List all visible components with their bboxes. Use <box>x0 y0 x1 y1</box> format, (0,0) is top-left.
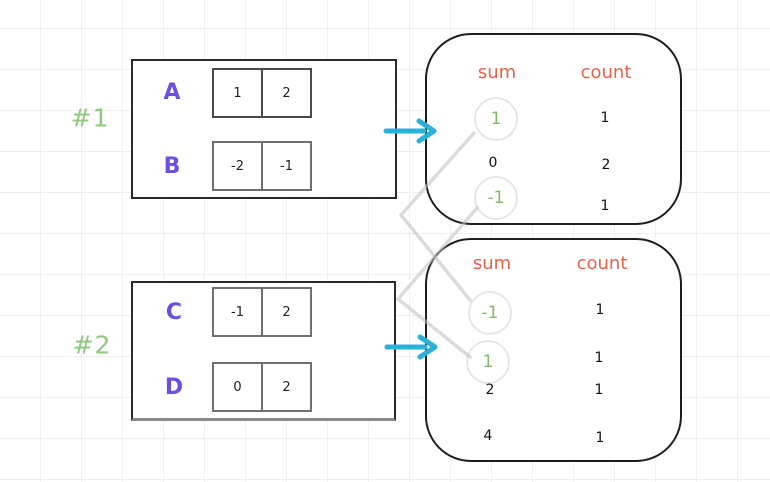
array-cell: 0 <box>212 362 263 412</box>
count-value: 1 <box>594 350 604 366</box>
array-cell: 2 <box>261 287 312 337</box>
array-cell-value: -2 <box>231 158 244 174</box>
array-cell-value: 0 <box>233 379 242 395</box>
highlight-circle sum-value: -1 <box>468 291 512 335</box>
array-cell: -1 <box>261 141 312 191</box>
sum-header: sum <box>472 253 512 274</box>
sum-value: 0 <box>488 155 498 171</box>
sum-value: 2 <box>485 382 495 398</box>
group-2-result-box <box>425 238 682 462</box>
array-cell: 2 <box>261 362 312 412</box>
array-cell-value: -1 <box>280 158 293 174</box>
array-cell-value: 2 <box>282 379 291 395</box>
count-header: count <box>576 253 628 274</box>
highlight-circle sum-value: 1 <box>474 97 518 141</box>
array-cell: -2 <box>212 141 263 191</box>
array-c-label: C <box>165 300 183 325</box>
count-value: 1 <box>600 110 610 126</box>
count-value: 2 <box>601 157 611 173</box>
array-cell: 1 <box>212 68 263 118</box>
highlight-circle sum-value: -1 <box>474 176 518 220</box>
count-value: 1 <box>595 430 605 446</box>
sum-value: 4 <box>483 428 493 444</box>
count-value: 1 <box>600 198 610 214</box>
group-1-result-box <box>425 33 682 225</box>
count-value: 1 <box>594 382 604 398</box>
array-cell: -1 <box>212 287 263 337</box>
array-cell: 2 <box>261 68 312 118</box>
array-cell-value: -1 <box>231 304 244 320</box>
count-value: 1 <box>595 302 605 318</box>
array-c-cells: -1 2 <box>212 287 312 337</box>
array-d-cells: 0 2 <box>212 362 312 412</box>
highlight-circle sum-value: 1 <box>466 340 510 384</box>
array-a-cells: 1 2 <box>212 68 312 118</box>
array-d-label: D <box>164 375 184 400</box>
count-header: count <box>580 62 632 83</box>
array-a-label: A <box>163 80 181 105</box>
sum-header: sum <box>477 62 517 83</box>
array-cell-value: 2 <box>282 304 291 320</box>
array-b-label: B <box>163 154 181 179</box>
array-cell-value: 2 <box>282 85 291 101</box>
group-1-label: #1 <box>70 103 110 133</box>
group-2-label: #2 <box>72 330 112 360</box>
flow-arrow-1-icon <box>383 118 437 144</box>
flow-arrow-2-icon <box>384 334 438 360</box>
array-b-cells: -2 -1 <box>212 141 312 191</box>
array-cell-value: 1 <box>233 85 242 101</box>
